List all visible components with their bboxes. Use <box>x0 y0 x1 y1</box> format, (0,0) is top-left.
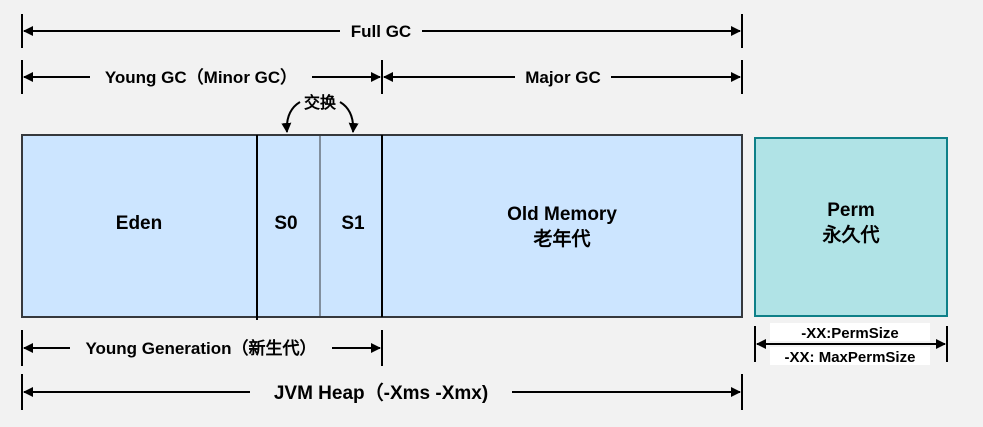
perm-block: Perm 永久代 <box>754 137 948 317</box>
major-gc-label: Major GC <box>525 68 601 87</box>
jvm-heap-label: JVM Heap（-Xms -Xmx) <box>274 381 488 404</box>
jvm-heap-block: Eden S0 S1 Old Memory 老年代 <box>21 134 743 320</box>
full-gc-range: Full GC <box>21 14 743 48</box>
major-gc-label-bg <box>515 67 611 87</box>
s1-label: S1 <box>341 213 365 234</box>
young-gc-label-bg <box>90 67 312 87</box>
s0-label: S0 <box>274 213 297 234</box>
swap-label: 交换 <box>304 93 337 112</box>
young-gc-label: Young GC（Minor GC） <box>105 67 297 87</box>
eden-label: Eden <box>116 213 162 234</box>
swap-indicator: 交换 <box>281 93 359 133</box>
perm-cn-label: 永久代 <box>821 223 879 246</box>
old-memory-cn-label: 老年代 <box>533 227 590 250</box>
swap-arrow-to-s0 <box>281 101 301 133</box>
young-gc-range: Young GC（Minor GC） <box>21 60 383 94</box>
full-gc-label-bg <box>340 21 422 41</box>
perm-size-range: -XX:PermSize -XX: MaxPermSize <box>754 323 948 366</box>
perm-size-label: -XX:PermSize <box>801 325 899 342</box>
perm-label: Perm <box>827 200 875 221</box>
old-memory-label: Old Memory <box>507 204 617 225</box>
young-generation-range: Young Generation（新生代） <box>21 330 383 366</box>
jvm-heap-label-bg <box>250 380 512 404</box>
major-gc-range: Major GC <box>383 60 743 94</box>
jvm-heap-range: JVM Heap（-Xms -Xmx) <box>21 374 743 410</box>
full-gc-label: Full GC <box>351 22 411 41</box>
swap-arrow-to-s1 <box>339 101 359 133</box>
max-perm-size-label-bg <box>770 347 930 365</box>
young-gen-label-bg <box>70 338 332 358</box>
perm-area <box>754 137 948 317</box>
max-perm-size-label: -XX: MaxPermSize <box>785 349 916 366</box>
perm-size-label-bg <box>770 323 930 341</box>
young-generation-label: Young Generation（新生代） <box>85 338 316 358</box>
